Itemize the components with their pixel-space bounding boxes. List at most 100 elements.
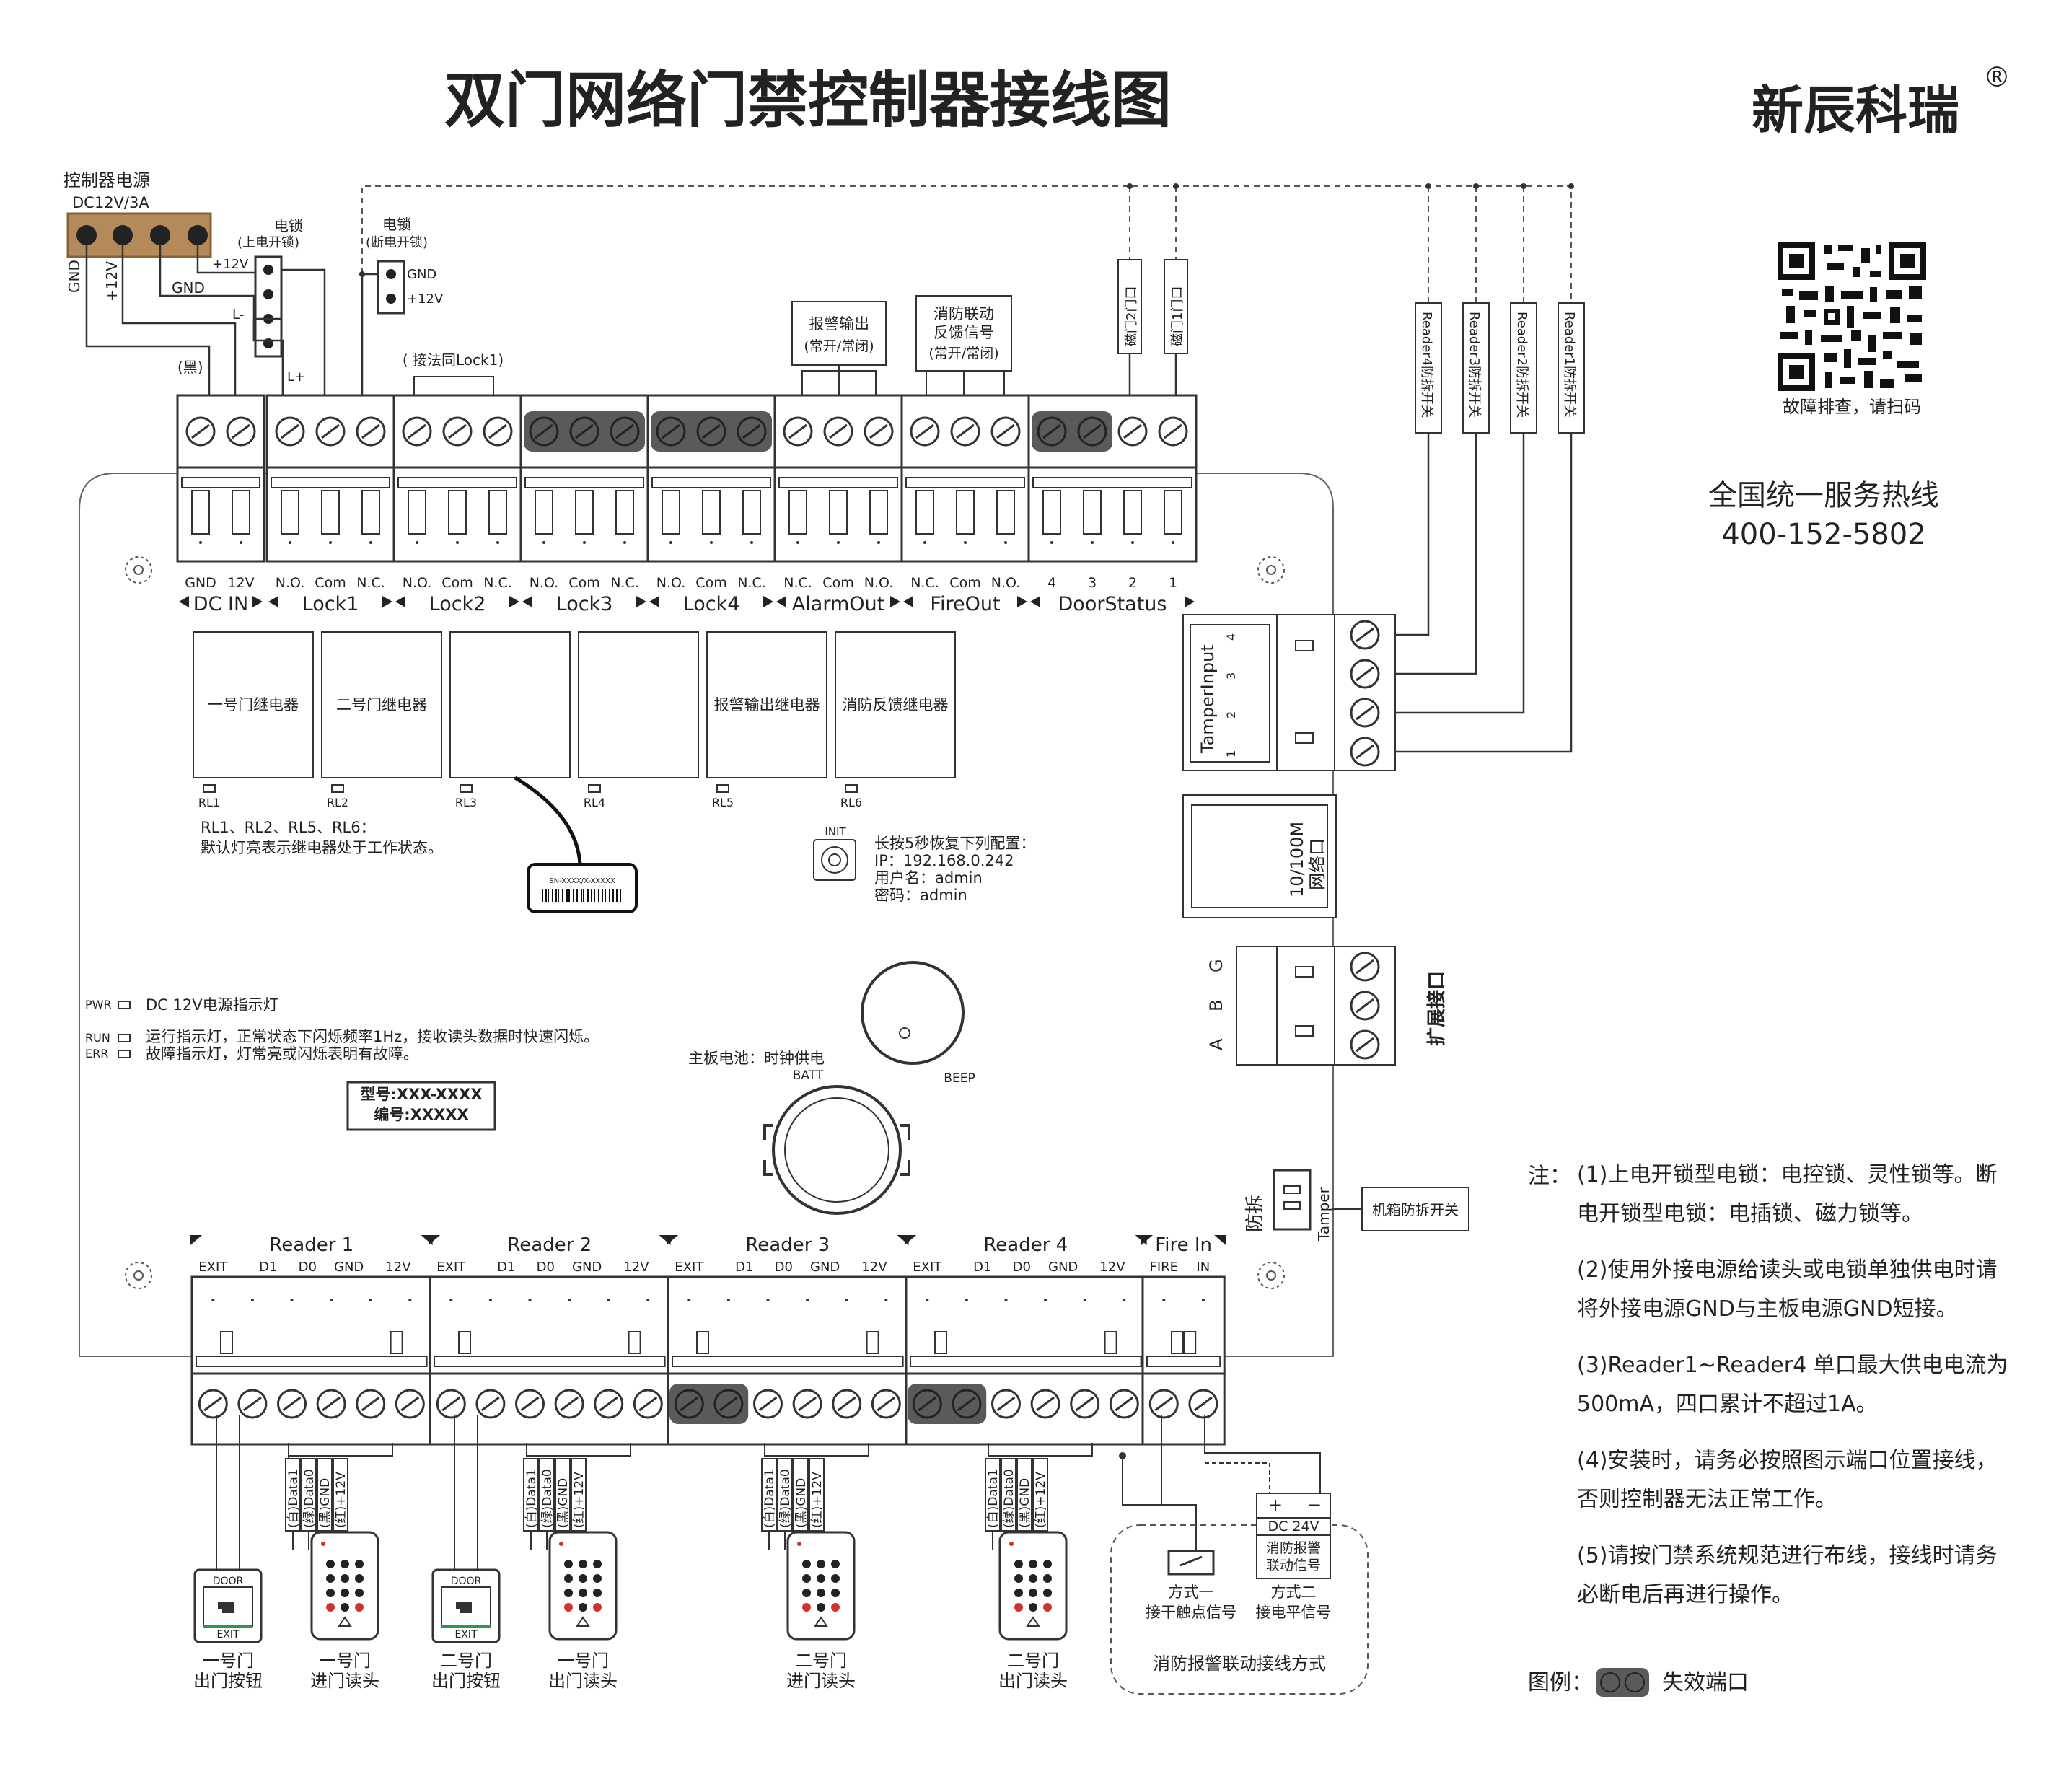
screw-terminal[interactable]	[277, 1389, 307, 1419]
battery-label: 主板电池：时钟供电	[688, 1050, 825, 1067]
device-label-1: 一号门	[557, 1651, 609, 1671]
screw-terminal[interactable]	[475, 1389, 506, 1419]
alarmout-block-pin-label: N.C.	[783, 575, 812, 591]
screw-terminal[interactable]	[395, 1389, 425, 1419]
lock1-block-pin-label: N.O.	[276, 575, 304, 591]
note-5a: (5)请按门禁系统规范进行布线，接线时请务	[1577, 1543, 1998, 1568]
serial-sticker	[527, 863, 638, 913]
fire-alarm-caption: 消防报警联动接线方式	[1153, 1653, 1326, 1674]
hotline-number: 400-152-5802	[1721, 518, 1925, 551]
fire-sig-line1: 消防报警	[1266, 1540, 1321, 1556]
screw-terminal[interactable]	[1188, 1389, 1218, 1419]
fire-in-wiring	[1122, 1415, 1321, 1551]
reader2-block-pin-label: EXIT	[436, 1260, 466, 1275]
screw-terminal[interactable]	[402, 416, 432, 447]
wire-label: (白)Data1	[286, 1469, 301, 1528]
init-button[interactable]	[813, 839, 856, 881]
registered-mark: ®	[1983, 61, 2011, 93]
network-port[interactable]	[1182, 794, 1337, 918]
notes-prefix: 注：	[1528, 1164, 1571, 1189]
screw-terminal[interactable]	[515, 1389, 545, 1419]
init-line2: IP：192.168.0.242	[874, 852, 1014, 869]
screw-terminal[interactable]	[275, 416, 305, 447]
screw-terminal[interactable]	[1158, 416, 1188, 447]
port-marker-right	[1017, 596, 1027, 607]
lock-off-12v: +12V	[407, 291, 444, 307]
screw-terminal[interactable]	[871, 1389, 901, 1419]
mount-hole	[1257, 1262, 1285, 1289]
alarm-box-line1: 报警输出	[809, 315, 869, 333]
screw-terminal[interactable]	[356, 1389, 386, 1419]
lock1-block-pin-label: N.C.	[356, 575, 385, 591]
screw-terminal[interactable]	[990, 416, 1021, 447]
lock-on-subtitle: (上电开锁)	[237, 235, 299, 250]
screw-terminal[interactable]	[633, 1389, 663, 1419]
port-marker-left	[522, 596, 532, 607]
port-marker-right	[382, 596, 392, 607]
model-line1: 型号:XXX-XXXX	[360, 1086, 482, 1103]
screw-terminal[interactable]	[554, 1389, 584, 1419]
screw-terminal[interactable]	[483, 416, 513, 447]
screw-terminal[interactable]	[832, 1389, 862, 1419]
qr-code[interactable]	[1778, 242, 1926, 391]
screw-terminal[interactable]	[436, 1389, 466, 1419]
lock4-block	[646, 394, 776, 563]
screw-terminal[interactable]	[442, 416, 473, 447]
door-mag-2-label: 磁门2门口	[1124, 286, 1139, 346]
screw-terminal[interactable]	[1148, 1389, 1179, 1419]
screw-terminal[interactable]	[594, 1389, 624, 1419]
port-name-7: DoorStatus	[1058, 593, 1167, 615]
screw-terminal[interactable]	[315, 416, 346, 447]
lock3-block-pin-label: N.C.	[610, 575, 639, 591]
devices: DOOREXIT一号门出门按钮一号门进门读头DOOREXIT二号门出门按钮一号门…	[193, 1531, 1068, 1691]
screw-terminal[interactable]	[864, 416, 894, 447]
reader3-block-pin-label: 12V	[861, 1260, 887, 1275]
wire-label: (红)+12V	[1034, 1472, 1048, 1528]
barcode	[542, 889, 621, 902]
tamper-pin-3: 3	[1224, 672, 1238, 680]
screw-terminal[interactable]	[783, 416, 813, 447]
serial-number: SN-XXXX/X-XXXXX	[549, 877, 615, 885]
device-label-1: 一号门	[319, 1651, 371, 1671]
alarm-box-line2: (常开/常闭)	[804, 338, 874, 354]
dc-minus: −	[1307, 1495, 1322, 1515]
screw-terminal[interactable]	[226, 416, 256, 447]
network-line2: 网络口	[1307, 838, 1327, 890]
reader2-block-pin-label: D0	[537, 1260, 555, 1275]
doorstatus-block-pin-label: 4	[1047, 575, 1056, 591]
screw-terminal[interactable]	[991, 1389, 1021, 1419]
screw-terminal[interactable]	[1070, 1389, 1100, 1419]
port-marker-left	[903, 596, 913, 607]
screw-terminal[interactable]	[1030, 1389, 1060, 1419]
screw-terminal[interactable]	[753, 1389, 783, 1419]
screw-terminal[interactable]	[316, 1389, 346, 1419]
reader1-tamper-label: Reader1防拆开关	[1562, 312, 1577, 418]
screw-terminal[interactable]	[1117, 416, 1148, 447]
screw-terminal[interactable]	[237, 1389, 268, 1419]
screw-terminal[interactable]	[823, 416, 853, 447]
port-marker-right	[1214, 1235, 1226, 1245]
note-1b: 电开锁型电锁：电插锁、磁力锁等。	[1577, 1201, 1923, 1226]
power-label: 控制器电源	[63, 170, 150, 190]
lock-on-lminus: L-	[232, 307, 244, 322]
device-label-1: 一号门	[202, 1651, 254, 1671]
screw-terminal[interactable]	[356, 416, 386, 447]
relay-led-icon	[203, 784, 216, 793]
init-line1: 长按5秒恢复下列配置：	[874, 835, 1035, 852]
screw-terminal[interactable]	[185, 416, 216, 447]
note-3a: (3)Reader1~Reader4 单口最大供电电流为	[1577, 1353, 2008, 1378]
screw-terminal[interactable]	[198, 1389, 228, 1419]
power-spec: DC12V/3A	[72, 194, 149, 211]
screw-terminal[interactable]	[910, 416, 940, 447]
led-pwr-id: PWR	[85, 998, 112, 1011]
note-1a: (1)上电开锁型电锁：电控锁、灵性锁等。断	[1577, 1162, 1998, 1187]
screw-terminal[interactable]	[950, 416, 980, 447]
note-4a: (4)安装时，请务必按照图示端口位置接线，	[1577, 1448, 1998, 1473]
port-marker-left	[905, 1235, 916, 1245]
screw-terminal[interactable]	[1109, 1389, 1139, 1419]
screw-terminal[interactable]	[792, 1389, 822, 1419]
